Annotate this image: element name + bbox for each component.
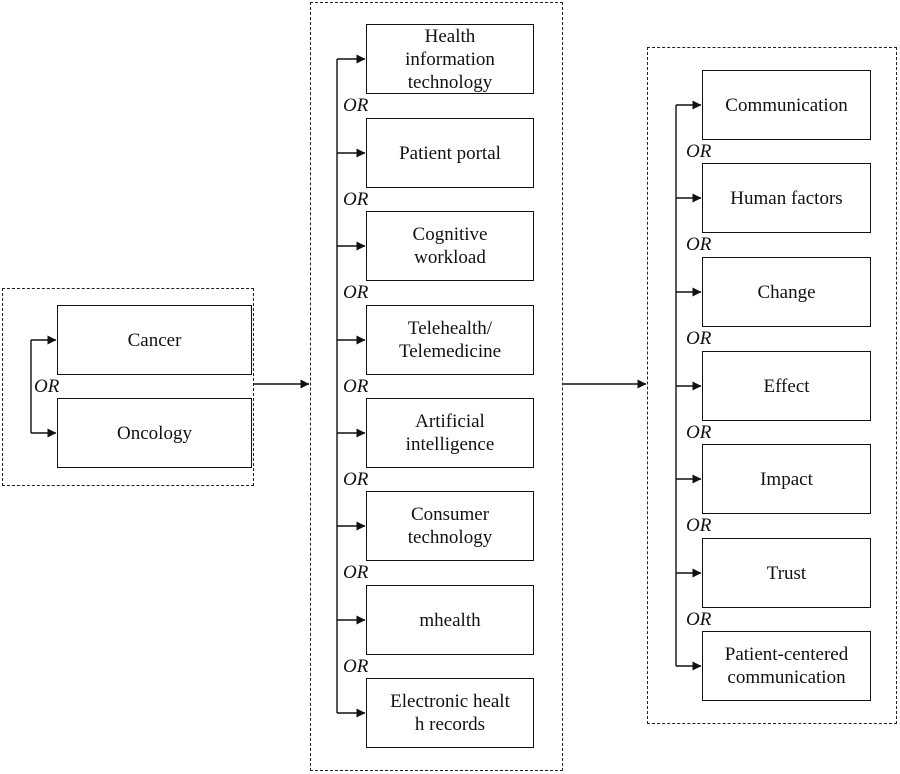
term-label: Communication	[725, 94, 848, 116]
term-box-trust: Trust	[702, 538, 871, 608]
term-label: Impact	[760, 468, 813, 490]
or-connector-label: OR	[686, 422, 712, 443]
term-label: Change	[757, 281, 816, 303]
or-connector-label: OR	[343, 189, 369, 210]
technology-terms-group	[310, 2, 563, 771]
or-connector-label: OR	[343, 95, 369, 116]
term-label: Effect	[763, 375, 810, 397]
or-connector-label: OR	[686, 609, 712, 630]
or-connector-label: OR	[343, 656, 369, 677]
or-connector-label: OR	[686, 515, 712, 536]
outcome-terms-group	[647, 47, 897, 724]
or-connector-label: OR	[343, 282, 369, 303]
term-box-impact: Impact	[702, 444, 871, 514]
term-box-communication: Communication	[702, 70, 871, 140]
or-connector-label: OR	[686, 234, 712, 255]
term-label: Patient portal	[399, 142, 501, 164]
term-box-change: Change	[702, 257, 871, 327]
term-box-mhealth: mhealth	[366, 585, 534, 655]
or-connector-label: OR	[343, 562, 369, 583]
or-connector-label: OR	[686, 141, 712, 162]
term-box-patient-portal: Patient portal	[366, 118, 534, 188]
or-connector-label: OR	[343, 376, 369, 397]
term-label: Oncology	[117, 422, 192, 444]
term-box-effect: Effect	[702, 351, 871, 421]
term-label: mhealth	[419, 609, 481, 631]
or-connector-label: OR	[686, 328, 712, 349]
term-box-telehealth-telemedicine: Telehealth/Telemedicine	[366, 305, 534, 375]
term-box-oncology: Oncology	[57, 398, 252, 468]
term-label: Trust	[766, 562, 807, 584]
or-connector-label: OR	[34, 376, 60, 397]
cancer-terms-group	[2, 288, 254, 486]
term-box-cancer: Cancer	[57, 305, 252, 375]
term-label: Telehealth/Telemedicine	[398, 318, 502, 362]
term-label: Cancer	[127, 329, 182, 351]
term-label: Human factors	[730, 187, 843, 209]
term-box-human-factors: Human factors	[702, 163, 871, 233]
or-connector-label: OR	[343, 469, 369, 490]
